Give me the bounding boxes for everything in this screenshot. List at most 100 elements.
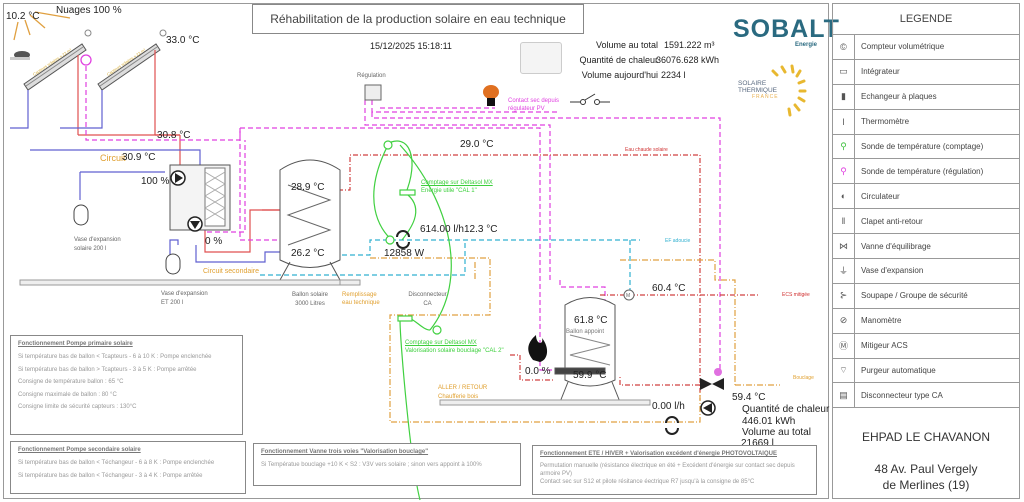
info-box-title: Fonctionnement Vanne trois voies "Valori… [261,449,429,455]
check-valve-icon: ‖ [833,209,855,234]
counting1-power: 12858 W [384,248,425,259]
info-line: Consigne limite de sécurité capteurs : 1… [18,404,137,410]
ecs-mixed-label: ECS mitigée [782,292,810,298]
circulator-icon: ◐ [833,184,855,209]
collector-temp: 33.0 °C [166,35,200,46]
legend-item-label: Vase d'expansion [861,266,924,276]
page-title: Réhabilitation de la production solaire … [252,4,584,34]
volume-total-label: Volume au total [595,40,658,50]
solar-collector-2 [97,43,161,91]
secondary-pump-percent: 0 % [205,236,223,247]
legend-item: ⚲ Sonde de température (comptage) [833,134,1019,160]
info-box-primary-pump: Fonctionnement Pompe primaire solaire Si… [10,335,243,435]
legend-item: ▮Echangeur à plaques [833,84,1019,110]
info-box-three-way-valve: Fonctionnement Vanne trois voies "Valori… [253,443,521,486]
legend-item-label: Manomètre [861,316,902,326]
disconnector-icon: ▤ [833,383,855,408]
info-box-title: Fonctionnement ETE / HIVER + Valorisatio… [540,451,777,457]
pv-switch-icon [570,93,610,105]
legend-item: ⊘ Manomètre [833,308,1019,334]
sun-icon [13,11,71,41]
regulator-icon [364,84,382,101]
collector-return-temp: 30.8 °C [157,130,191,141]
expansion-vessel-solar-label: Vase d'expansion solaire 200 l [74,237,121,252]
flow-cycle-icon-1 [396,230,410,249]
volume-meter-icon: © [833,35,855,59]
legend-item-label: Circulateur [861,191,900,201]
backup-tank [554,297,621,403]
legend-item: © Compteur volumétrique [833,35,1019,60]
flow-cycle-icon-2 [665,416,679,435]
counting2-heat-label: Quantité de chaleur [742,404,830,415]
hot-water-solar-label: Eau chaude solaire [625,147,668,153]
legend-item: ⋈Vanne d'équilibrage [833,234,1019,260]
expansion-vessel-icon: ⏚ [833,259,855,283]
legend-item-label: Sonde de température (comptage) [861,142,984,151]
info-line: Si température bas de ballon < Téchangeu… [18,472,203,479]
temp-probe-regulation-icon: ⚲ [833,159,855,184]
info-line: Permutation manuelle (résistance électri… [540,463,795,477]
disconnector-label: Disconnecteur CA [408,292,447,307]
site-address-line1: 48 Av. Paul Vergely [874,462,978,477]
legend-item: ▭Intégrateur [833,59,1019,85]
cloud-cover: Nuages 100 % [56,5,122,16]
safety-valve-icon: ⊱ [833,283,855,308]
legend-item-label: Thermomètre [861,117,910,127]
legend-item: ⌔Purgeur automatique [833,358,1019,384]
counting1-title: Comptage sur Deltasol MX [421,180,493,186]
pv-lamp-icon [483,85,499,99]
legend-item: ‖ Clapet anti-retour [833,209,1019,235]
loop-temp: 59.4 °C [732,392,766,403]
legend-item-label: Clapet anti-retour [861,216,923,226]
site-info: EHPAD LE CHAVANON 48 Av. Paul Vergely de… [833,408,1019,492]
legend-item-label: Mitigeur ACS [861,341,908,351]
mixer-valve-icon [623,289,635,301]
stf-logo-line2: THERMIQUE [738,87,777,94]
info-line: Si température bas de ballon < Tcapteurs… [18,354,212,360]
counting2-flow: 0.00 l/h [652,401,685,412]
fill-label: Remplissage eau technique [342,292,380,306]
expansion-vessel-et-label: Vase d'expansion ET 200 l [161,291,208,306]
solar-tank [279,159,341,281]
legend-item-label: Purgeur automatique [861,366,936,376]
expansion-vessel-et [165,253,181,275]
legend-item: ◐ Circulateur [833,184,1019,210]
backup-tank-label: Ballon appoint [566,329,605,335]
regulation-label: Régulation [357,73,386,79]
counting2-subtitle: Valorisation solaire bouclage "CAL 2" [405,348,504,354]
controller-device-icon [520,42,562,74]
burner-flame-icon [528,335,548,362]
legend-item-label: Intégrateur [861,67,900,77]
volume-today-label: Volume aujourd'hui [581,70,658,80]
solar-tank-bottom-temp: 26.2 °C [291,248,325,259]
circuit-temp: 30.9 °C [122,152,156,163]
temp-probe-counting-icon: ⚲ [833,134,855,159]
hydraulic-scheme: Capteurs solaires x 23 m² Capteurs solai… [10,11,780,501]
balancing-valve-icon: ⋈ [833,234,855,259]
burner-percent: 0.0 % [525,366,551,377]
legend-item-label: Compteur volumétrique [861,42,945,52]
info-box-secondary-pump: Fonctionnement Pompe secondaire solaire … [10,441,246,494]
pv-contact-label: Contact sec depuis régulateur PV [508,98,560,112]
counting1-flow: 614.00 l/h [420,224,464,235]
legend-item: ▤Disconnecteur type CA [833,383,1019,409]
stf-logo: SOLAIRE THERMIQUE FRANCE [738,80,779,101]
info-line: Si température bas de ballon > Tcapteurs… [18,366,197,373]
counting1-subtitle: Energie utile "CAL 1" [421,188,477,194]
solar-collector-1 [23,43,87,91]
legend-item-label: Soupape / Groupe de sécurité [861,291,968,301]
info-box-season: Fonctionnement ETE / HIVER + Valorisatio… [532,445,817,495]
counting2-volume-label: Volume au total [742,427,811,438]
legend-title: LEGENDE [833,4,1019,35]
cloud-icon [10,51,30,60]
loop-label: Bouclage [793,375,814,381]
sobalt-logo-subtitle: Energie [795,42,818,48]
heat-quantity-value: 36076.628 kWh [656,55,720,65]
manometer-icon: ⊘ [833,308,855,333]
heat-quantity-label: Quantité de chaleur [579,55,658,65]
volume-today-value: 2234 l [661,70,686,80]
counting1-temp: 12.3 °C [464,224,498,235]
datetime: 15/12/2025 15:18:11 [370,41,452,51]
diagram-frame [3,3,829,499]
